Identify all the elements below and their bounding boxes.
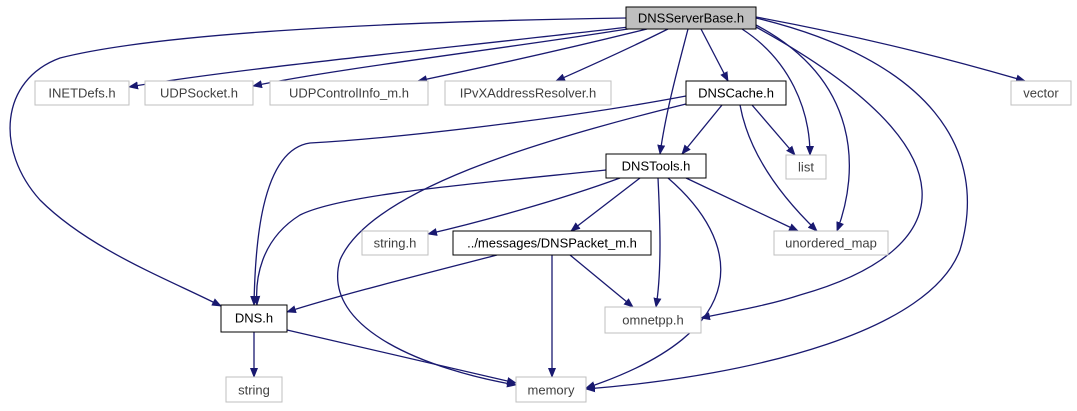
node-udpcontrolinfo-m-h[interactable]: UDPControlInfo_m.h xyxy=(269,80,429,106)
node-label: INETDefs.h xyxy=(48,86,115,101)
node-label: ../messages/DNSPacket_m.h xyxy=(467,236,637,251)
edge-root-to-list xyxy=(741,28,814,156)
edge-dnstools-to-dnspacket xyxy=(570,177,641,232)
edge-dnscache-to-dnsh xyxy=(250,95,687,306)
node-label: DNS.h xyxy=(235,311,273,326)
node-list[interactable]: list xyxy=(785,154,827,180)
edge-dnstools-to-dnsh xyxy=(252,169,607,306)
edge-root-to-dnstools xyxy=(657,28,689,155)
edge-dnscache-to-unordered xyxy=(739,104,818,232)
node-label: UDPControlInfo_m.h xyxy=(289,86,409,101)
edges-layer xyxy=(9,16,1026,393)
node-dnstools-h[interactable]: DNSTools.h xyxy=(605,153,707,179)
edge-dnscache-to-memory xyxy=(337,103,687,388)
node-dnsserverbase-h[interactable]: DNSServerBase.h xyxy=(625,6,757,30)
edge-root-to-dnsh xyxy=(9,17,627,307)
node-label: list xyxy=(798,160,814,175)
edge-root-to-inetdefs xyxy=(128,26,630,90)
edge-dnspacket-to-omnetpp xyxy=(569,254,634,308)
edge-root-to-udpsocket xyxy=(252,27,635,89)
edge-root-to-dnscache xyxy=(700,28,729,82)
edge-dnscache-to-list xyxy=(751,104,796,156)
node-dnscache-h[interactable]: DNSCache.h xyxy=(685,80,787,106)
node-unordered-map[interactable]: unordered_map xyxy=(773,230,889,256)
node-label: unordered_map xyxy=(785,236,877,251)
edge-dnscache-to-dnstools xyxy=(681,104,723,155)
node-vector[interactable]: vector xyxy=(1010,80,1072,106)
edge-root-to-memory xyxy=(585,17,968,393)
edge-root-to-ipvx xyxy=(555,28,669,82)
node-udpsocket-h[interactable]: UDPSocket.h xyxy=(144,80,254,106)
node-label: string.h xyxy=(374,236,417,251)
node-label: IPvXAddressResolver.h xyxy=(460,86,597,101)
edge-dnstools-to-memory xyxy=(585,177,722,389)
node-ipvxaddressresolver-h[interactable]: IPvXAddressResolver.h xyxy=(444,80,612,106)
node-dns-h[interactable]: DNS.h xyxy=(220,304,288,333)
node-label: DNSTools.h xyxy=(622,159,691,174)
edge-dnstools-to-unordered xyxy=(685,177,799,232)
node-inetdefs-h[interactable]: INETDefs.h xyxy=(34,80,130,106)
node-label: DNSCache.h xyxy=(698,86,774,101)
node-label: memory xyxy=(528,383,575,398)
node-label: UDPSocket.h xyxy=(160,86,238,101)
node-string-h[interactable]: string.h xyxy=(361,230,429,256)
node-label: omnetpp.h xyxy=(622,313,683,328)
edge-root-to-udpcontrol xyxy=(417,28,648,84)
node-memory[interactable]: memory xyxy=(515,376,587,403)
node-label: DNSServerBase.h xyxy=(638,11,744,26)
edge-root-to-unordered xyxy=(755,24,850,232)
edge-root-to-vector xyxy=(755,16,1026,83)
node-dnspacket-m-h[interactable]: ../messages/DNSPacket_m.h xyxy=(452,230,652,256)
edge-dnstools-to-stringh xyxy=(427,177,621,236)
nodes-layer: DNSServerBase.h INETDefs.h UDPSocket.h U… xyxy=(34,6,1072,403)
edge-dnspacket-to-dnsh xyxy=(286,254,498,314)
edge-dnstools-to-omnetpp xyxy=(653,177,662,308)
node-omnetpp-h[interactable]: omnetpp.h xyxy=(604,306,702,334)
node-string[interactable]: string xyxy=(225,376,283,403)
edge-dnsh-to-memory xyxy=(286,329,517,385)
node-label: vector xyxy=(1023,86,1059,101)
edge-root-to-omnetpp xyxy=(700,26,923,321)
node-label: string xyxy=(238,383,270,398)
